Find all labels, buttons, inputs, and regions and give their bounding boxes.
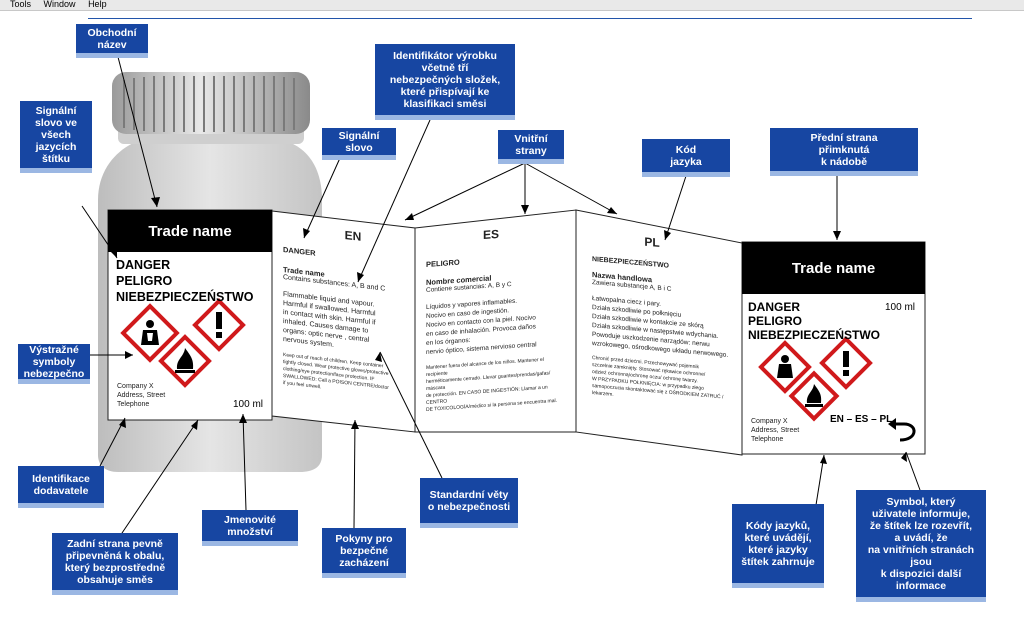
callout-predni-strana: Přední strana přimknutá k nádobě — [770, 128, 918, 176]
panel-en: EN DANGER Trade name Contains substances… — [283, 221, 423, 403]
callout-text: Přední strana přimknutá k nádobě — [810, 132, 877, 168]
callout-text: Signální slovo ve všech jazycích štítku — [35, 105, 77, 165]
callout-obchodni-nazev: Obchodní název — [76, 24, 148, 58]
callout-standardni-vety: Standardní věty o nebezpečnosti — [420, 478, 518, 528]
panel-pl-hazard: Łatwopalna ciecz i pary. Działa szkodliw… — [592, 294, 742, 361]
jar-cap — [112, 72, 310, 134]
panel-en-signal: DANGER — [283, 245, 423, 270]
callout-kod-jazyka: Kód jazyka — [642, 139, 730, 177]
callout-text: Zadní strana pevně připevněná k obalu, k… — [65, 538, 165, 586]
panel-pl: PL NIEBEZPIECZEŃSTWO Nazwa handlowa Zawi… — [592, 230, 742, 410]
front-company-name: Company X — [751, 417, 799, 426]
front-company-phone: Telephone — [751, 435, 799, 444]
panel-es-hazard: Líquidos y vapores inflamables. Nocivo e… — [426, 293, 576, 357]
front-signal-words: DANGER PELIGRO NIEBEZPIECZEŃSTWO — [748, 300, 880, 342]
callout-symbol: Symbol, který uživatele informuje, že št… — [856, 490, 986, 602]
callout-zadni-strana: Zadní strana pevně připevněná k obalu, k… — [52, 533, 178, 595]
front-signal-word-pl: NIEBEZPIECZEŃSTWO — [748, 328, 880, 342]
callout-signalni-slovo-jazyky: Signální slovo ve všech jazycích štítku — [20, 101, 92, 173]
panel-es: ES PELIGRO Nombre comercial Contiene sus… — [426, 222, 576, 414]
callout-identifikator: Identifikátor výrobku včetně tří nebezpe… — [375, 44, 515, 120]
callout-text: Pokyny pro bezpečné zacházení — [335, 533, 392, 569]
panel-es-signal: PELIGRO — [426, 250, 576, 269]
callout-text: Kód jazyka — [670, 144, 702, 168]
back-signal-word-en: DANGER — [116, 257, 254, 273]
panel-es-precaution: Mantener fuera del alcance de los niños.… — [426, 355, 576, 414]
back-trade-name: Trade name — [108, 210, 272, 252]
front-language-codes: EN – ES – PL — [830, 414, 892, 425]
callout-text: Standardní věty o nebezpečnosti — [428, 489, 510, 513]
panel-en-hazard: Flammable liquid and vapour. Harmful if … — [283, 290, 423, 360]
callout-text: Symbol, který uživatele informuje, že št… — [868, 496, 974, 592]
back-company-info: Company X Address, Street Telephone — [117, 382, 165, 409]
back-signal-words: DANGER PELIGRO NIEBEZPIECZEŃSTWO — [116, 257, 254, 305]
callout-pokyny: Pokyny pro bezpečné zacházení — [322, 528, 406, 578]
back-quantity: 100 ml — [233, 399, 263, 410]
callout-jmenovite-mnozstvi: Jmenovité množství — [202, 510, 298, 546]
callout-text: Výstražné symboly nebezpečno — [24, 344, 85, 380]
callout-text: Identifikátor výrobku včetně tří nebezpe… — [390, 50, 500, 110]
callout-signalni-slovo: Signální slovo — [322, 128, 396, 160]
callout-kody-jazyku: Kódy jazyků, které uvádějí, které jazyky… — [732, 504, 824, 588]
back-signal-word-es: PELIGRO — [116, 273, 254, 289]
front-trade-name: Trade name — [742, 242, 925, 294]
callout-text: Jmenovité množství — [224, 514, 276, 538]
front-company-info: Company X Address, Street Telephone — [751, 417, 799, 444]
callout-vnitrni-strany: Vnitřní strany — [498, 130, 564, 164]
front-signal-word-es: PELIGRO — [748, 314, 880, 328]
back-signal-word-pl: NIEBEZPIECZEŃSTWO — [116, 289, 254, 305]
back-company-name: Company X — [117, 382, 165, 391]
callout-identifikace-dodavatele: Identifikace dodavatele — [18, 466, 104, 508]
callout-text: Obchodní název — [88, 27, 137, 51]
callout-text: Signální slovo — [339, 130, 380, 154]
callout-text: Kódy jazyků, které uvádějí, které jazyky… — [741, 520, 815, 568]
front-company-address: Address, Street — [751, 426, 799, 435]
back-company-phone: Telephone — [117, 400, 165, 409]
front-signal-word-en: DANGER — [748, 300, 880, 314]
callout-vystrazne-symboly: Výstražné symboly nebezpečno — [18, 344, 90, 384]
callout-text: Identifikace dodavatele — [32, 473, 90, 497]
back-company-address: Address, Street — [117, 391, 165, 400]
front-quantity: 100 ml — [885, 302, 915, 313]
callout-text: Vnitřní strany — [514, 133, 547, 157]
